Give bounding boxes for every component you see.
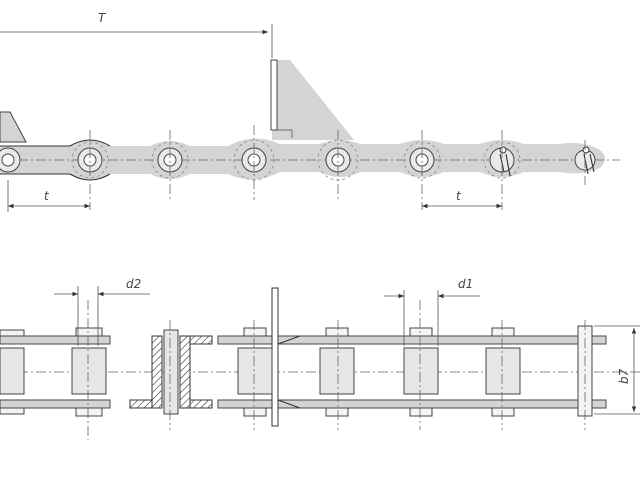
- roller-1: [0, 147, 21, 173]
- plan-roller-4: [319, 327, 355, 417]
- plan-roller-5: [403, 327, 439, 417]
- plan-roller-2: [71, 327, 107, 417]
- plan-roller-1: [0, 329, 25, 415]
- plan-roller-3: [237, 327, 273, 417]
- plan-attachment-upright: [271, 287, 279, 427]
- dim-b7-label: b7: [617, 368, 631, 384]
- plan-view: d2 d1 b7: [0, 277, 640, 440]
- dim-d1-label: d1: [458, 277, 473, 291]
- attachment-upright: [270, 59, 278, 131]
- side-view: T t t: [0, 11, 620, 212]
- dim-T-label: T: [98, 11, 107, 25]
- plan-roller-6: [485, 327, 521, 417]
- chain-link-band: [0, 138, 605, 180]
- dim-t-right-label: t: [456, 189, 462, 203]
- dim-d2-label: d2: [126, 277, 141, 291]
- right-attachment-plate: [272, 60, 354, 140]
- dim-t-left-label: t: [44, 189, 50, 203]
- sectioned-link: [129, 329, 213, 415]
- left-attachment: [0, 111, 27, 143]
